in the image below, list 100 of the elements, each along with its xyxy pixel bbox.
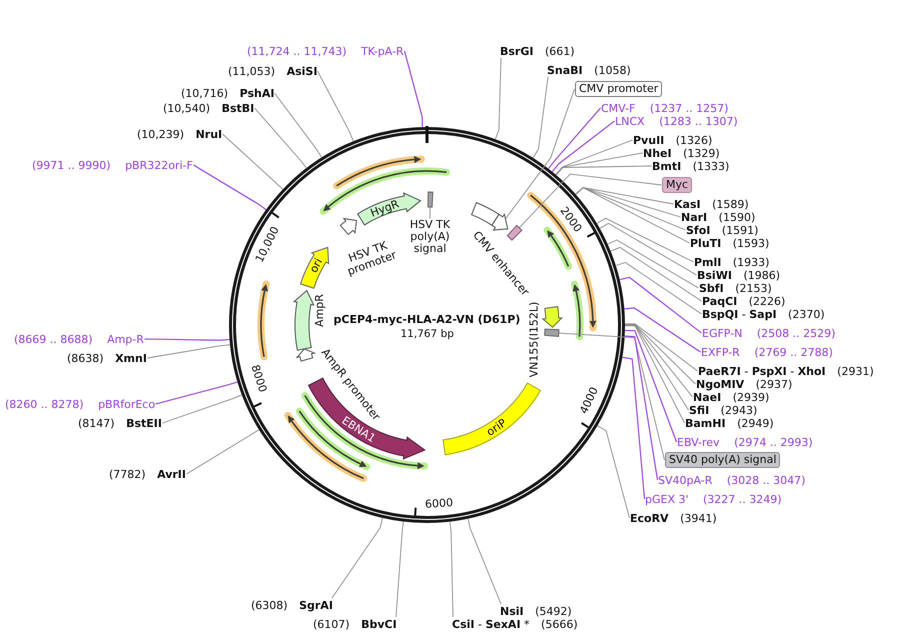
feature-block: [506, 224, 522, 241]
leader-line: [274, 92, 322, 158]
feature-label: VN155(I152L): [527, 301, 540, 377]
feature-tag: SV40 poly(A) signal: [665, 452, 780, 468]
enzyme-site-label: SfoI (1591): [686, 224, 758, 236]
leader-line: [624, 324, 696, 384]
leader-line: [599, 222, 697, 276]
leader-line: [505, 88, 575, 220]
leader-line: [186, 429, 260, 474]
leader-line: [449, 521, 454, 618]
leader-line: [494, 58, 502, 140]
enzyme-site-label: BsiWI (1986): [697, 268, 780, 282]
leader-line: [615, 262, 702, 314]
primer-label: EXFP-R (2769 .. 2788): [701, 346, 833, 358]
enzyme-site-label: PvuII (1326): [633, 134, 712, 146]
leader-line: [575, 187, 674, 204]
primer-label: (8260 .. 8278) pBRforEco: [5, 398, 156, 410]
enzyme-site-label: (10,239) NruI: [137, 128, 222, 140]
plasmid-length: 11,767 bp: [400, 328, 454, 340]
leader-line: [396, 521, 404, 618]
leader-line: [162, 394, 242, 424]
feature-block: [544, 328, 560, 337]
leader-line: [624, 325, 685, 424]
enzyme-site-label: PaqCI (2226): [702, 294, 786, 308]
feature-block: [428, 192, 434, 208]
primer-label: (8669 .. 8688) Amp-R: [14, 332, 144, 346]
leader-line: [144, 338, 230, 341]
feature-label: HSV TK poly(A) signal: [408, 219, 452, 255]
leader-line: [597, 425, 630, 518]
enzyme-site-label: NgoMIV (2937): [696, 378, 792, 390]
leader-line: [620, 276, 702, 334]
leader-line: [254, 108, 307, 168]
enzyme-site-label: CsiI - SexAI* (5666): [452, 618, 578, 630]
enzyme-site-label: EcoRV (3941): [630, 512, 717, 524]
leader-line: [624, 323, 698, 372]
enzyme-site-label: (11,053) AsiSI: [228, 64, 318, 78]
enzyme-site-label: BsrGI (661): [500, 44, 575, 58]
enzyme-site-label: NaeI (2939): [693, 390, 770, 404]
leader-line: [518, 174, 662, 228]
leader-line: [624, 330, 678, 442]
leader-line: [430, 206, 431, 219]
leader-line: [548, 108, 601, 169]
enzyme-site-label: NarI (1590): [681, 210, 756, 224]
leader-line: [332, 517, 383, 598]
enzyme-site-label: SfiI (2943): [689, 404, 758, 416]
leader-line: [558, 332, 665, 460]
enzyme-site-label: PaeR7I - PspXI - XhoI (2931): [698, 364, 874, 378]
leader-line: [624, 307, 701, 352]
leader-line: [147, 344, 230, 358]
leader-line: [624, 336, 658, 480]
primer-label: EGFP-N (2508 .. 2529): [702, 326, 836, 340]
enzyme-site-label: BamHI (2949): [685, 416, 774, 430]
scale-label: 4000: [577, 385, 602, 416]
feature-label: HygR: [368, 196, 401, 220]
enzyme-site-label: BspQI - SapI (2370): [702, 308, 825, 320]
feature-label: oriP: [484, 416, 508, 439]
primer-label: EBV-rev (2974 .. 2993): [677, 436, 813, 448]
leader-line: [532, 76, 548, 158]
leader-line: [575, 187, 686, 230]
feature-tag: CMV promoter: [575, 81, 662, 97]
enzyme-site-label: (10,716) PshAI: [181, 86, 274, 100]
feature-segment: [491, 214, 508, 230]
enzyme-site-label: NheI (1329): [643, 146, 720, 160]
enzyme-site-label: KasI (1589): [674, 198, 749, 210]
leader-line: [575, 187, 690, 244]
leader-line: [607, 240, 699, 288]
enzyme-site-label: (6308) SgrAI: [251, 598, 333, 612]
leader-line: [556, 152, 643, 176]
leader-line: [610, 246, 702, 302]
leader-line: [555, 140, 633, 176]
feature-label: AmpR: [313, 294, 326, 328]
plasmid-name: pCEP4-myc-HLA-A2-VN (D61P): [334, 312, 520, 326]
enzyme-site-label: PmlI (1933): [694, 256, 770, 268]
leader-line: [155, 381, 238, 405]
leader-line: [596, 218, 694, 262]
enzyme-site-label: PluTI (1593): [690, 236, 770, 250]
primer-label: LNCX (1283 .. 1307): [615, 114, 738, 128]
enzyme-site-label: SnaBI (1058): [547, 64, 631, 76]
primer-label: SV40pA-R (3028 .. 3047): [658, 474, 806, 486]
leader-line: [193, 164, 266, 210]
leader-line: [624, 324, 689, 410]
enzyme-site-label: NsiI (5492): [500, 604, 572, 618]
leader-line: [317, 70, 354, 142]
primer-label: (11,724 .. 11,743) TK-pA-R: [247, 44, 404, 58]
enzyme-site-label: BmtI (1333): [652, 160, 730, 172]
scale-label: 6000: [424, 496, 454, 511]
feature-tag: Myc: [662, 177, 692, 193]
enzyme-site-label: (8147) BstEII: [78, 416, 162, 430]
primer-label: pGEX 3' (3227 .. 3249): [645, 492, 782, 506]
enzyme-site-label: SbfI (2153): [699, 282, 772, 294]
enzyme-site-label: (10,540) BstBI: [163, 102, 254, 114]
enzyme-site-label: (6107) BbvCI: [313, 618, 397, 630]
leader-line: [552, 120, 615, 172]
leader-line: [468, 518, 502, 604]
primer-label: CMV-F (1237 .. 1257): [601, 102, 728, 114]
primer-label: (9971 .. 9990) pBR322ori-F: [32, 158, 193, 172]
leader-line: [556, 166, 652, 176]
leader-line: [622, 356, 646, 500]
scale-label: 8000: [248, 363, 270, 394]
feature-label: ori: [306, 256, 325, 276]
